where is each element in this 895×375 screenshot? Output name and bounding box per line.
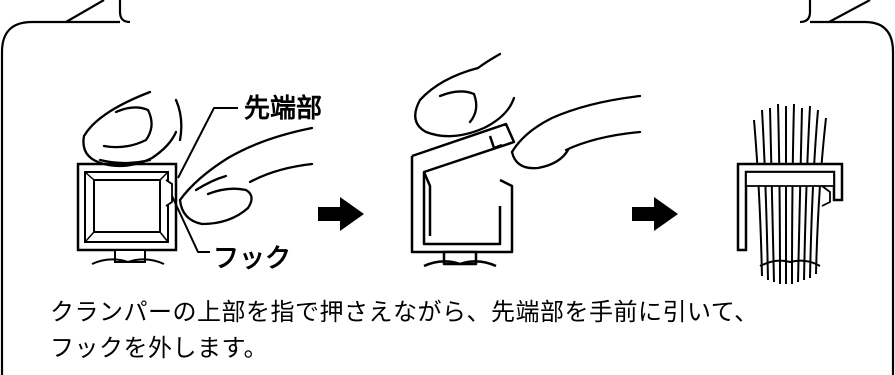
finger-icon [510, 94, 642, 170]
step2-illustration [410, 52, 642, 268]
finger-icon [178, 126, 314, 226]
step3-illustration [736, 103, 844, 285]
caption-line-2: フックを外します。 [50, 334, 269, 362]
leader-line-hook [171, 195, 210, 253]
caption-line-1: クランパーの上部を指で押さえながら、先端部を手前に引いて、 [50, 298, 759, 326]
hook-label: フック [213, 244, 292, 274]
clamper-icon [76, 162, 178, 265]
cable-bundle-icon [753, 103, 827, 285]
arrow-right-icon [632, 197, 678, 231]
arrow-right-icon [318, 197, 364, 231]
finger-icon [414, 52, 516, 138]
finger-icon [82, 90, 183, 168]
step1-illustration [76, 90, 314, 265]
clamper-icon [410, 122, 516, 268]
clamper-icon [736, 162, 844, 267]
tip-label: 先端部 [244, 94, 323, 124]
leader-line-tip [177, 107, 238, 179]
